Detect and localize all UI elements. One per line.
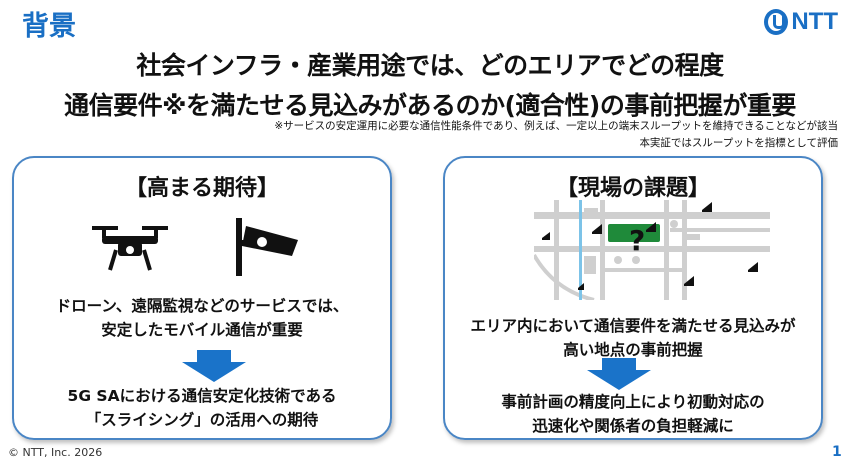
logo-text: NTT bbox=[791, 8, 838, 35]
footnote-1: ※サービスの安定運用に必要な通信性能条件であり、例えば、一定以上の端末スループッ… bbox=[274, 120, 838, 132]
challenge-text-line-2: 高い地点の事前把握 bbox=[563, 341, 703, 359]
copyright: © NTT, Inc. 2026 bbox=[8, 446, 103, 459]
down-arrow-icon bbox=[587, 358, 651, 390]
area-map-illustration: ? bbox=[534, 200, 770, 300]
challenge-result-line-1: 事前計画の精度向上により初動対応の bbox=[501, 393, 765, 411]
footnote-2: 本実証ではスループットを指標として評価 bbox=[639, 137, 838, 149]
panel-title: 【高まる期待】 bbox=[124, 176, 279, 201]
drone-icon bbox=[92, 226, 168, 271]
ntt-logo: NTT bbox=[764, 8, 838, 36]
expectation-result-line-1: 5G SAにおける通信安定化技術である bbox=[67, 387, 337, 405]
slide-title: 背景 bbox=[22, 11, 76, 42]
challenge-panel: 【現場の課題】 ? エリア内において通信要件を満たせる見込みが 高い地点の事前把… bbox=[443, 156, 823, 440]
expectation-text-line-2: 安定したモバイル通信が重要 bbox=[101, 321, 303, 339]
headline-line-2: 通信要件※を満たせる見込みがあるのか(適合性)の事前把握が重要 bbox=[64, 91, 796, 120]
question-mark: ? bbox=[629, 224, 645, 257]
signal-icons bbox=[542, 202, 758, 290]
surveillance-camera-icon bbox=[236, 218, 298, 276]
expectation-result-line-2: 「スライシング」の活用への期待 bbox=[85, 411, 319, 429]
panel-title: 【現場の課題】 bbox=[555, 176, 710, 201]
headline-line-1: 社会インフラ・産業用途では、どのエリアでどの程度 bbox=[136, 51, 724, 80]
page-number: 1 bbox=[832, 444, 842, 460]
challenge-text-line-1: エリア内において通信要件を満たせる見込みが bbox=[470, 317, 796, 335]
ntt-logo-icon bbox=[764, 9, 789, 35]
expectation-panel: 【高まる期待】 ドローン、遠隔監視などのサービスでは、 安定したモバイル通信が重… bbox=[12, 156, 392, 440]
expectation-text-line-1: ドローン、遠隔監視などのサービスでは、 bbox=[55, 297, 349, 315]
down-arrow-icon bbox=[182, 350, 246, 382]
challenge-result-line-2: 迅速化や関係者の負担軽減に bbox=[532, 417, 734, 435]
